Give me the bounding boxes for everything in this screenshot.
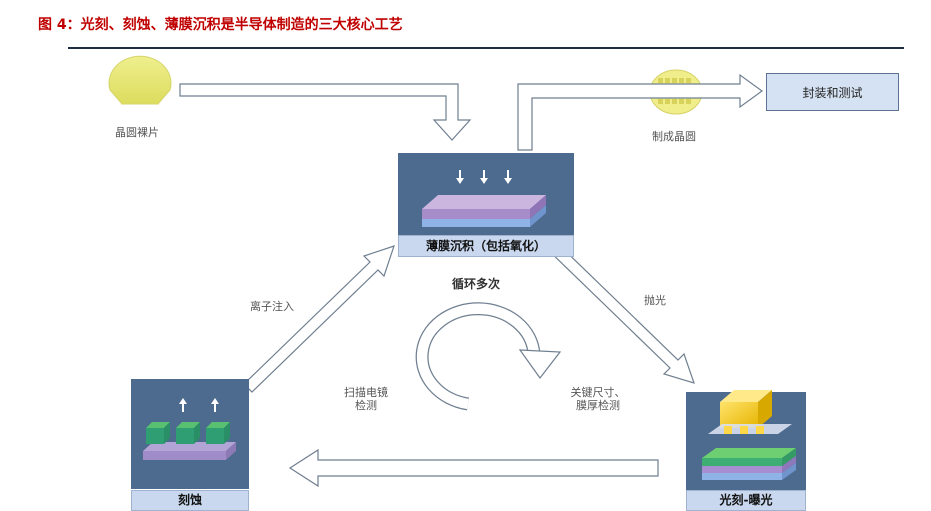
cd-inspection-label: 关键尺寸、 膜厚检测 — [560, 386, 636, 412]
wafer-bare-label: 晶圆裸片 — [115, 126, 159, 139]
deposition-process-box — [398, 153, 574, 235]
sem-inspection-label: 扫描电镜 检测 — [334, 386, 398, 412]
figure-title: 图 4：光刻、刻蚀、薄膜沉积是半导体制造的三大核心工艺 — [38, 17, 403, 33]
etch-process-box — [131, 379, 249, 489]
arrow-litho-to-etch — [288, 448, 659, 488]
arrow-etch-to-deposition — [243, 245, 395, 393]
litho-process-box — [686, 390, 806, 490]
sem-line-1: 扫描电镜 — [344, 386, 388, 399]
ion-implant-label: 离子注入 — [250, 300, 294, 313]
sem-line-2: 检测 — [355, 399, 377, 412]
bare-wafer-icon — [108, 55, 172, 105]
title-divider — [68, 47, 904, 49]
etch-caption: 刻蚀 — [131, 490, 249, 511]
arrow-deposition-to-packaging — [517, 73, 764, 151]
arrow-wafer-to-deposition — [179, 83, 472, 141]
wafer-done-label: 制成晶圆 — [652, 130, 696, 143]
cd-line-1: 关键尺寸、 — [570, 386, 626, 399]
cycle-circular-arrow — [415, 302, 562, 411]
packaging-box: 封装和测试 — [766, 73, 899, 111]
cd-line-2: 膜厚检测 — [576, 399, 620, 412]
arrow-deposition-to-litho — [543, 237, 695, 384]
polish-label: 抛光 — [644, 294, 666, 307]
deposition-caption: 薄膜沉积（包括氧化） — [398, 235, 574, 257]
cycle-label: 循环多次 — [452, 277, 501, 291]
litho-caption: 光刻-曝光 — [686, 490, 806, 511]
